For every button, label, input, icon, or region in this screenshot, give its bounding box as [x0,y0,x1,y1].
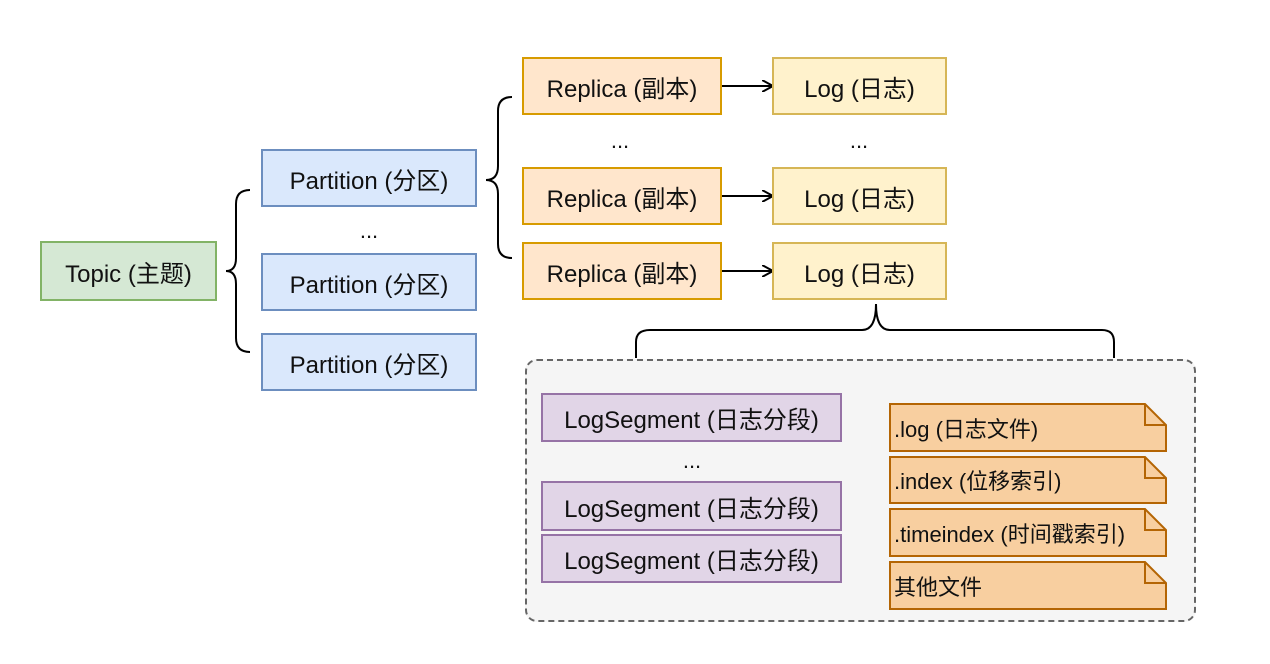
log-box-2: Log (日志) [772,167,947,225]
log-box-1: Log (日志) [772,57,947,115]
file-document-icon [889,508,1167,557]
partition-box-3: Partition (分区) [261,333,477,391]
replica-box-2: Replica (副本) [522,167,722,225]
file-other: 其他文件 [889,561,1167,610]
file-document-icon [889,403,1167,452]
file-log: .log (日志文件) [889,403,1167,452]
partition-ellipsis: ... [359,218,379,243]
partition-replica-brace [485,96,513,259]
file-other-label: 其他文件 [894,574,983,600]
segment-ellipsis: ... [682,448,702,473]
segment-box-2: LogSegment (日志分段) [541,481,842,531]
log-segment-brace [635,303,1115,358]
segment-box-3: LogSegment (日志分段) [541,534,842,583]
segment-box-1: LogSegment (日志分段) [541,393,842,442]
partition-box-1: Partition (分区) [261,149,477,207]
topic-partition-brace [225,189,251,353]
replica-box-1: Replica (副本) [522,57,722,115]
file-log-label: .log (日志文件) [894,416,1039,442]
log-ellipsis: ... [849,128,869,153]
file-timeindex: .timeindex (时间戳索引) [889,508,1167,557]
file-timeindex-label: .timeindex (时间戳索引) [894,521,1126,547]
file-index: .index (位移索引) [889,456,1167,504]
topic-box: Topic (主题) [40,241,217,301]
file-document-icon [889,561,1167,610]
file-index-label: .index (位移索引) [894,469,1062,494]
replica-ellipsis: ... [610,128,630,153]
file-document-icon [889,456,1167,504]
partition-box-2: Partition (分区) [261,253,477,311]
log-box-3: Log (日志) [772,242,947,300]
replica-box-3: Replica (副本) [522,242,722,300]
